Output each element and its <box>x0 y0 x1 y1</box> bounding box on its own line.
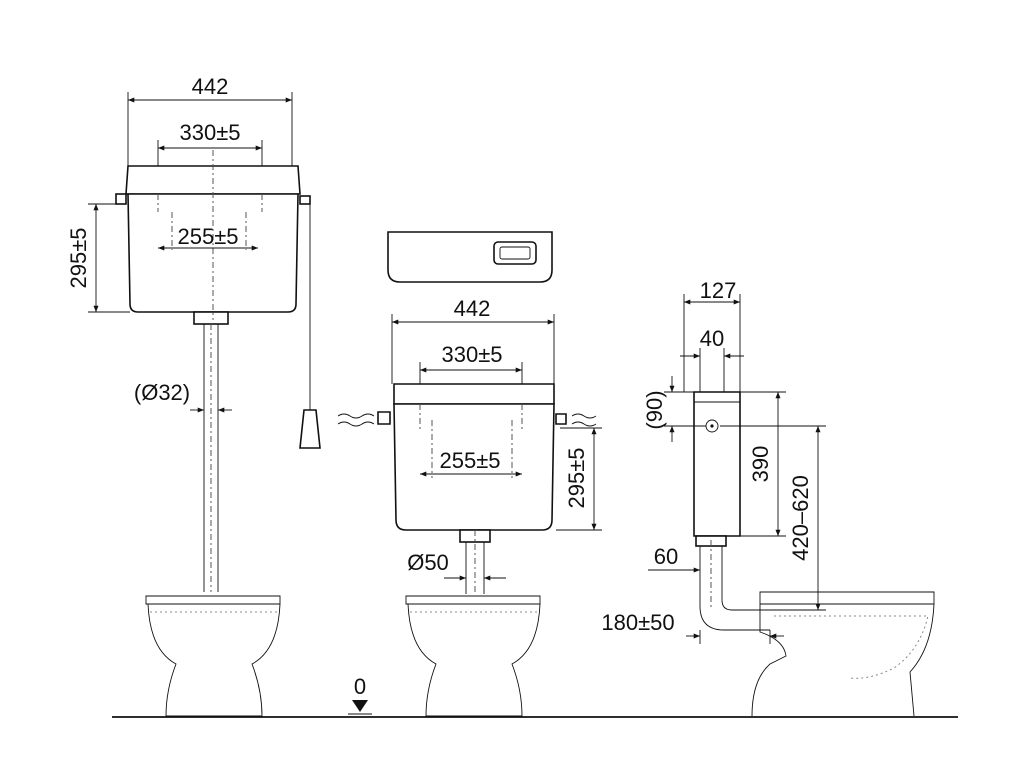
high-cistern <box>115 150 321 592</box>
high-width-label: 442 <box>192 74 229 99</box>
low-width-label: 442 <box>454 296 491 321</box>
slim-cistern-dimensions: 127 40 (90) 390 420–620 60 180±50 <box>601 278 826 644</box>
low-cistern-dimensions: 442 330±5 255±5 295±5 Ø50 <box>391 296 602 581</box>
high-pipe-diameter-label: (Ø32) <box>134 380 190 405</box>
slim-cistern <box>693 391 770 631</box>
low-pipe-diameter-label: Ø50 <box>407 550 449 575</box>
slim-button-height-label: (90) <box>642 390 667 429</box>
slim-button-offset-label: 40 <box>700 326 724 351</box>
toilet-bowl-middle <box>405 595 541 717</box>
low-hole-spacing-label: 330±5 <box>441 342 502 367</box>
low-inner-spacing-label: 255±5 <box>439 448 500 473</box>
high-height-label: 295±5 <box>66 227 91 288</box>
slim-depth-label: 127 <box>700 278 737 303</box>
high-inner-spacing-label: 255±5 <box>177 224 238 249</box>
low-height-label: 295±5 <box>564 447 589 508</box>
slim-pipe-offset-label: 60 <box>654 544 678 569</box>
high-cistern-dimensions: 442 330±5 255±5 295±5 (Ø32) <box>66 74 293 413</box>
toilet-bowl-left <box>145 595 281 717</box>
floor-level-label: 0 <box>354 674 366 699</box>
slim-height-label: 390 <box>748 446 773 483</box>
slim-pipe-reach-label: 180±50 <box>601 610 674 635</box>
slim-mount-range-label: 420–620 <box>788 475 813 561</box>
low-cistern <box>337 231 597 594</box>
toilet-bowl-right <box>751 591 935 717</box>
floor-zero-marker: 0 <box>348 674 372 715</box>
high-hole-spacing-label: 330±5 <box>179 120 240 145</box>
